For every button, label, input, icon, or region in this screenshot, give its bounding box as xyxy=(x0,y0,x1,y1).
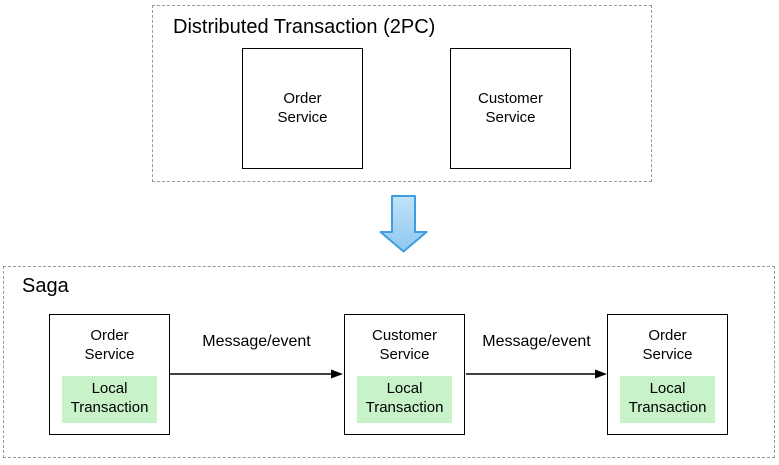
local-transaction-box-1: Local Transaction xyxy=(62,375,157,423)
message-event-label-2: Message/event xyxy=(482,333,591,350)
saga-container: Saga Order Service Local Transaction Mes… xyxy=(3,266,775,458)
message-event-arrow-2 xyxy=(466,368,607,380)
saga-order-service-label-2: Order Service xyxy=(642,327,693,363)
two-pc-order-service-box: Order Service xyxy=(242,48,363,169)
two-pc-order-service-label: Order Service xyxy=(277,89,328,126)
saga-customer-service-label: Customer Service xyxy=(371,327,438,363)
local-transaction-box-2: Local Transaction xyxy=(357,375,452,423)
two-pc-title: Distributed Transaction (2PC) xyxy=(173,16,436,38)
message-event-label-1: Message/event xyxy=(202,333,311,350)
saga-order-service-label-1: Order Service xyxy=(84,327,135,363)
saga-order-service-box-1: Order Service Local Transaction xyxy=(49,314,170,435)
two-pc-customer-service-label: Customer Service xyxy=(477,89,544,126)
two-pc-customer-service-box: Customer Service xyxy=(450,48,571,169)
saga-customer-service-box: Customer Service Local Transaction xyxy=(344,314,465,435)
saga-order-service-box-2: Order Service Local Transaction xyxy=(607,314,728,435)
local-transaction-box-3: Local Transaction xyxy=(620,375,715,423)
down-arrow-icon xyxy=(379,195,428,253)
message-event-arrow-1 xyxy=(170,368,343,380)
two-pc-container: Distributed Transaction (2PC) Order Serv… xyxy=(152,5,652,182)
saga-title: Saga xyxy=(22,275,69,297)
